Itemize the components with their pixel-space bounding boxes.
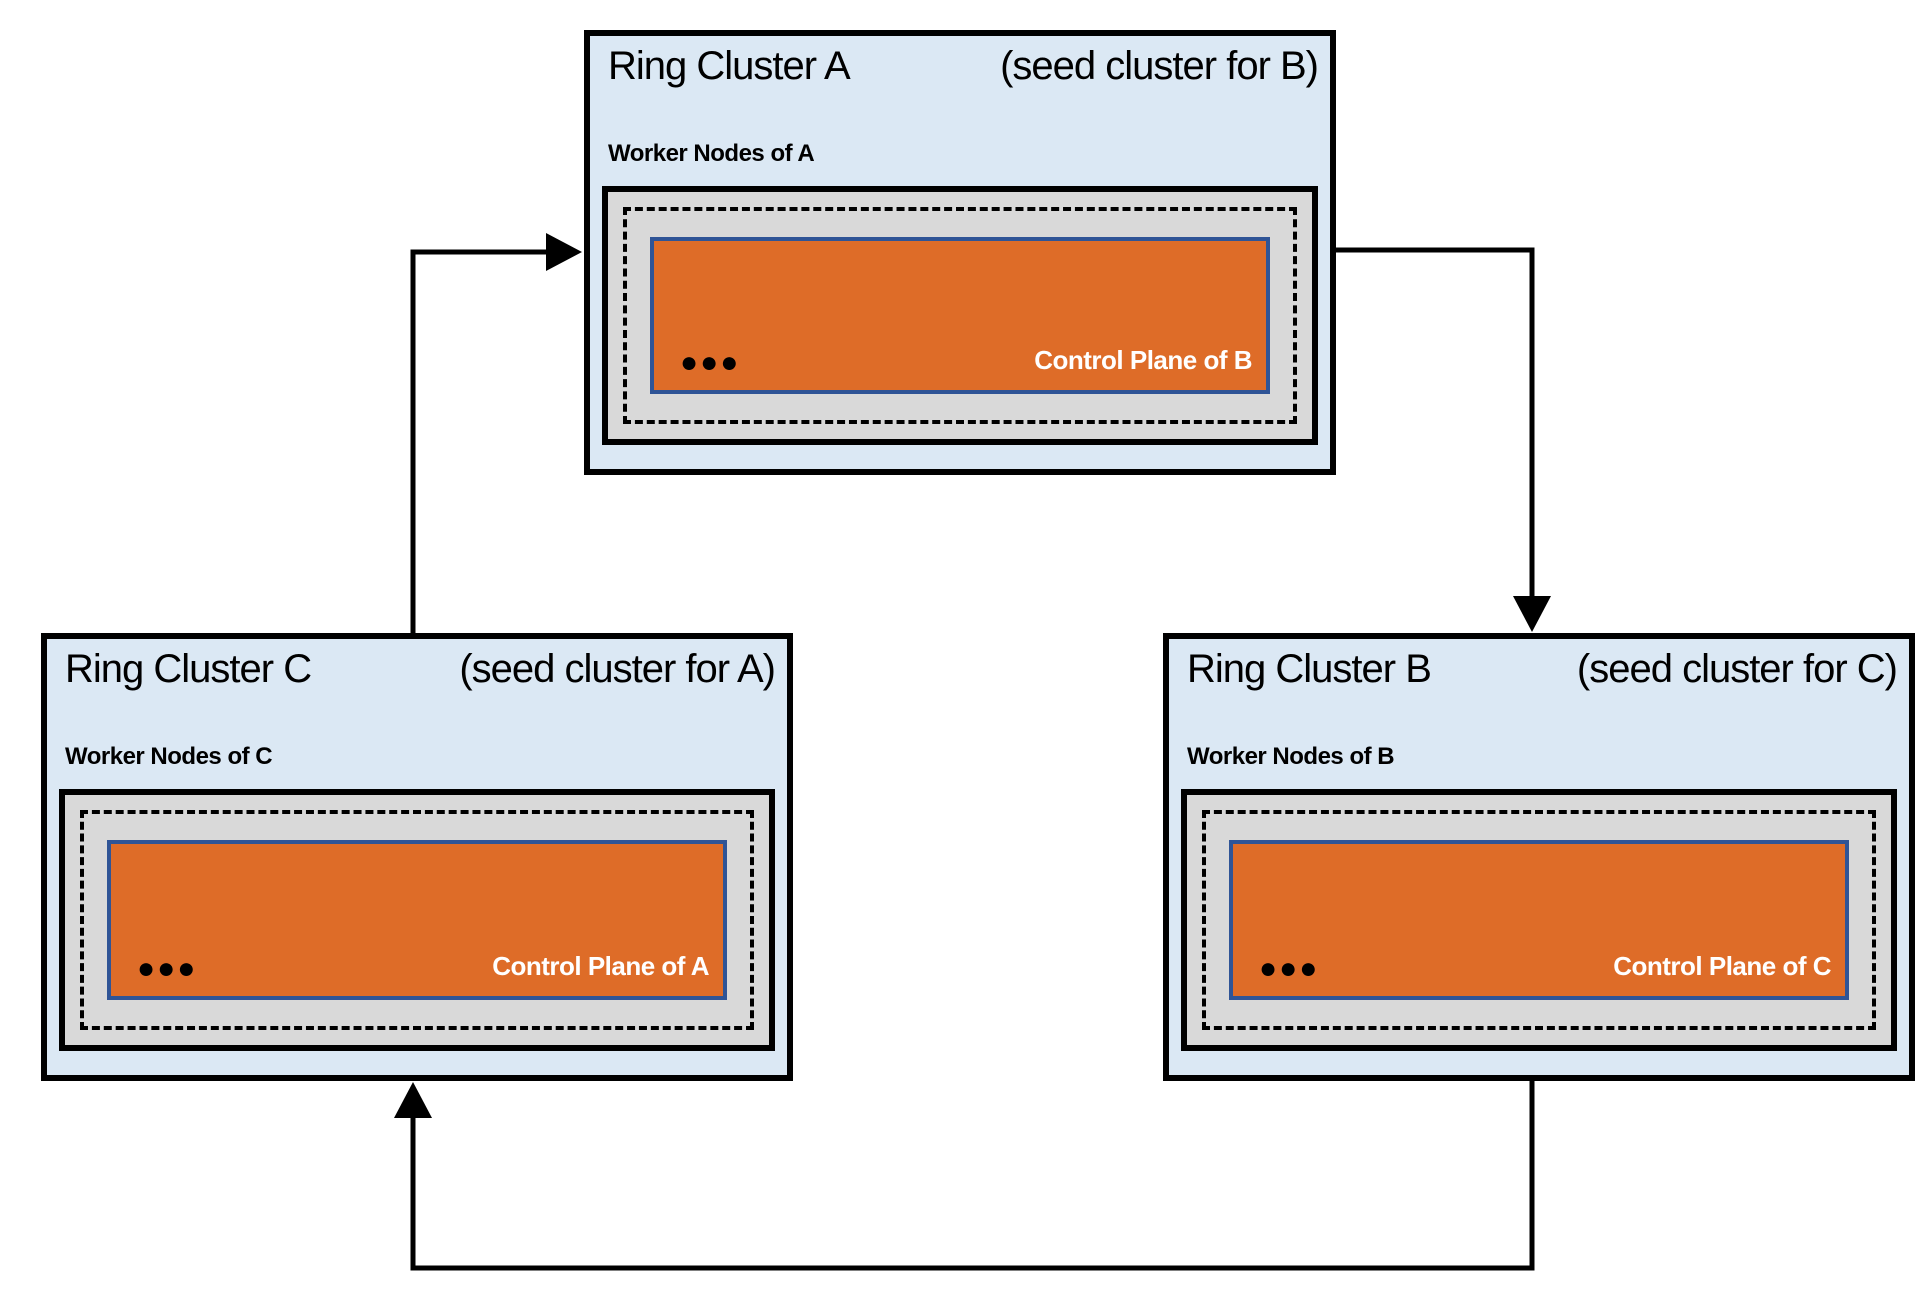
cluster-a-worker-pool: ●●● Control Plane of B bbox=[602, 186, 1318, 445]
cluster-a: Ring Cluster A (seed cluster for B) Work… bbox=[584, 30, 1336, 475]
cluster-b-title-row: Ring Cluster B (seed cluster for C) bbox=[1187, 647, 1898, 692]
cluster-a-title: Ring Cluster A bbox=[608, 44, 851, 88]
cluster-a-worker-label: Worker Nodes of A bbox=[608, 140, 815, 167]
cluster-c-control-plane-box: ●●● Control Plane of A bbox=[107, 840, 727, 1000]
arrow-c-to-a bbox=[410, 233, 582, 636]
cluster-c-worker-label: Worker Nodes of C bbox=[65, 743, 273, 770]
cluster-a-seed-note: (seed cluster for B) bbox=[1000, 44, 1319, 88]
cluster-b-seed-note: (seed cluster for C) bbox=[1576, 647, 1898, 691]
cluster-c-title: Ring Cluster C bbox=[65, 647, 312, 691]
cluster-b-dashed-boundary: ●●● Control Plane of C bbox=[1202, 810, 1876, 1030]
cluster-a-title-row: Ring Cluster A (seed cluster for B) bbox=[608, 44, 1319, 89]
cluster-c-title-row: Ring Cluster C (seed cluster for A) bbox=[65, 647, 776, 692]
cluster-c: Ring Cluster C (seed cluster for A) Work… bbox=[41, 633, 793, 1081]
cluster-a-control-plane-box: ●●● Control Plane of B bbox=[650, 237, 1270, 394]
cluster-b-control-plane-label: Control Plane of C bbox=[1613, 951, 1831, 981]
cluster-c-control-plane-label: Control Plane of A bbox=[492, 951, 709, 981]
cluster-c-worker-pool: ●●● Control Plane of A bbox=[59, 789, 775, 1051]
arrow-b-to-c bbox=[394, 1078, 1535, 1271]
cluster-b-worker-pool: ●●● Control Plane of C bbox=[1181, 789, 1897, 1051]
cluster-a-dashed-boundary: ●●● Control Plane of B bbox=[623, 207, 1297, 424]
cluster-b-title: Ring Cluster B bbox=[1187, 647, 1432, 691]
cluster-a-control-plane-label: Control Plane of B bbox=[1034, 345, 1252, 375]
cluster-b-ellipsis-dots: ●●● bbox=[1259, 952, 1320, 985]
cluster-c-ellipsis-dots: ●●● bbox=[137, 952, 198, 985]
cluster-c-dashed-boundary: ●●● Control Plane of A bbox=[80, 810, 754, 1030]
cluster-b-worker-label: Worker Nodes of B bbox=[1187, 743, 1395, 770]
cluster-c-seed-note: (seed cluster for A) bbox=[459, 647, 776, 691]
cluster-b: Ring Cluster B (seed cluster for C) Work… bbox=[1163, 633, 1915, 1081]
cluster-a-ellipsis-dots: ●●● bbox=[680, 346, 741, 379]
arrow-a-to-b bbox=[1336, 247, 1551, 632]
cluster-b-control-plane-box: ●●● Control Plane of C bbox=[1229, 840, 1849, 1000]
